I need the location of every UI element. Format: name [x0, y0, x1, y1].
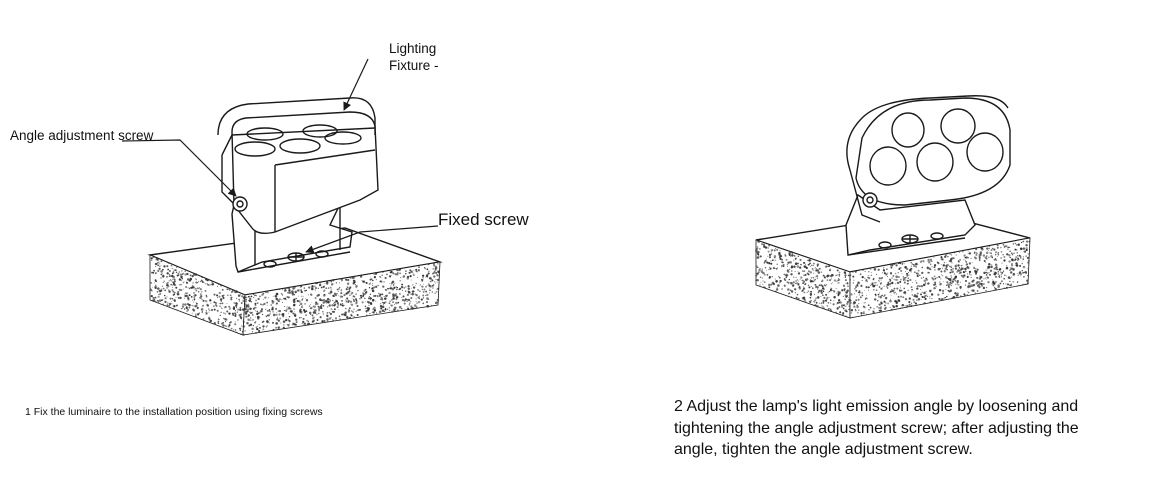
lighting-fixture-1	[217, 97, 379, 235]
step-1-caption: 1 Fix the luminaire to the installation …	[25, 406, 323, 418]
angle-adjustment-screw-label: Angle adjustment screw	[10, 128, 154, 143]
leader-lines-1	[121, 58, 439, 254]
step-2-caption: 2 Adjust the lamp's light emission angle…	[674, 398, 1079, 458]
figure-2	[755, 95, 1031, 319]
base-texture-2	[755, 240, 1031, 318]
fixed-screw-label: Fixed screw	[438, 210, 529, 229]
angle-screw-knob-1	[232, 196, 248, 212]
angle-screw-knob-2	[862, 192, 878, 208]
angle-screw-arrow	[121, 139, 237, 197]
lighting-fixture-2	[846, 95, 1011, 223]
bracket-2	[845, 193, 976, 256]
fixed-screw-arrow	[305, 225, 439, 254]
base-texture-1	[149, 256, 440, 336]
lighting-fixture-arrow	[343, 58, 369, 111]
figure-1	[121, 58, 443, 336]
lighting-fixture-label: Lighting Fixture -	[389, 41, 439, 73]
